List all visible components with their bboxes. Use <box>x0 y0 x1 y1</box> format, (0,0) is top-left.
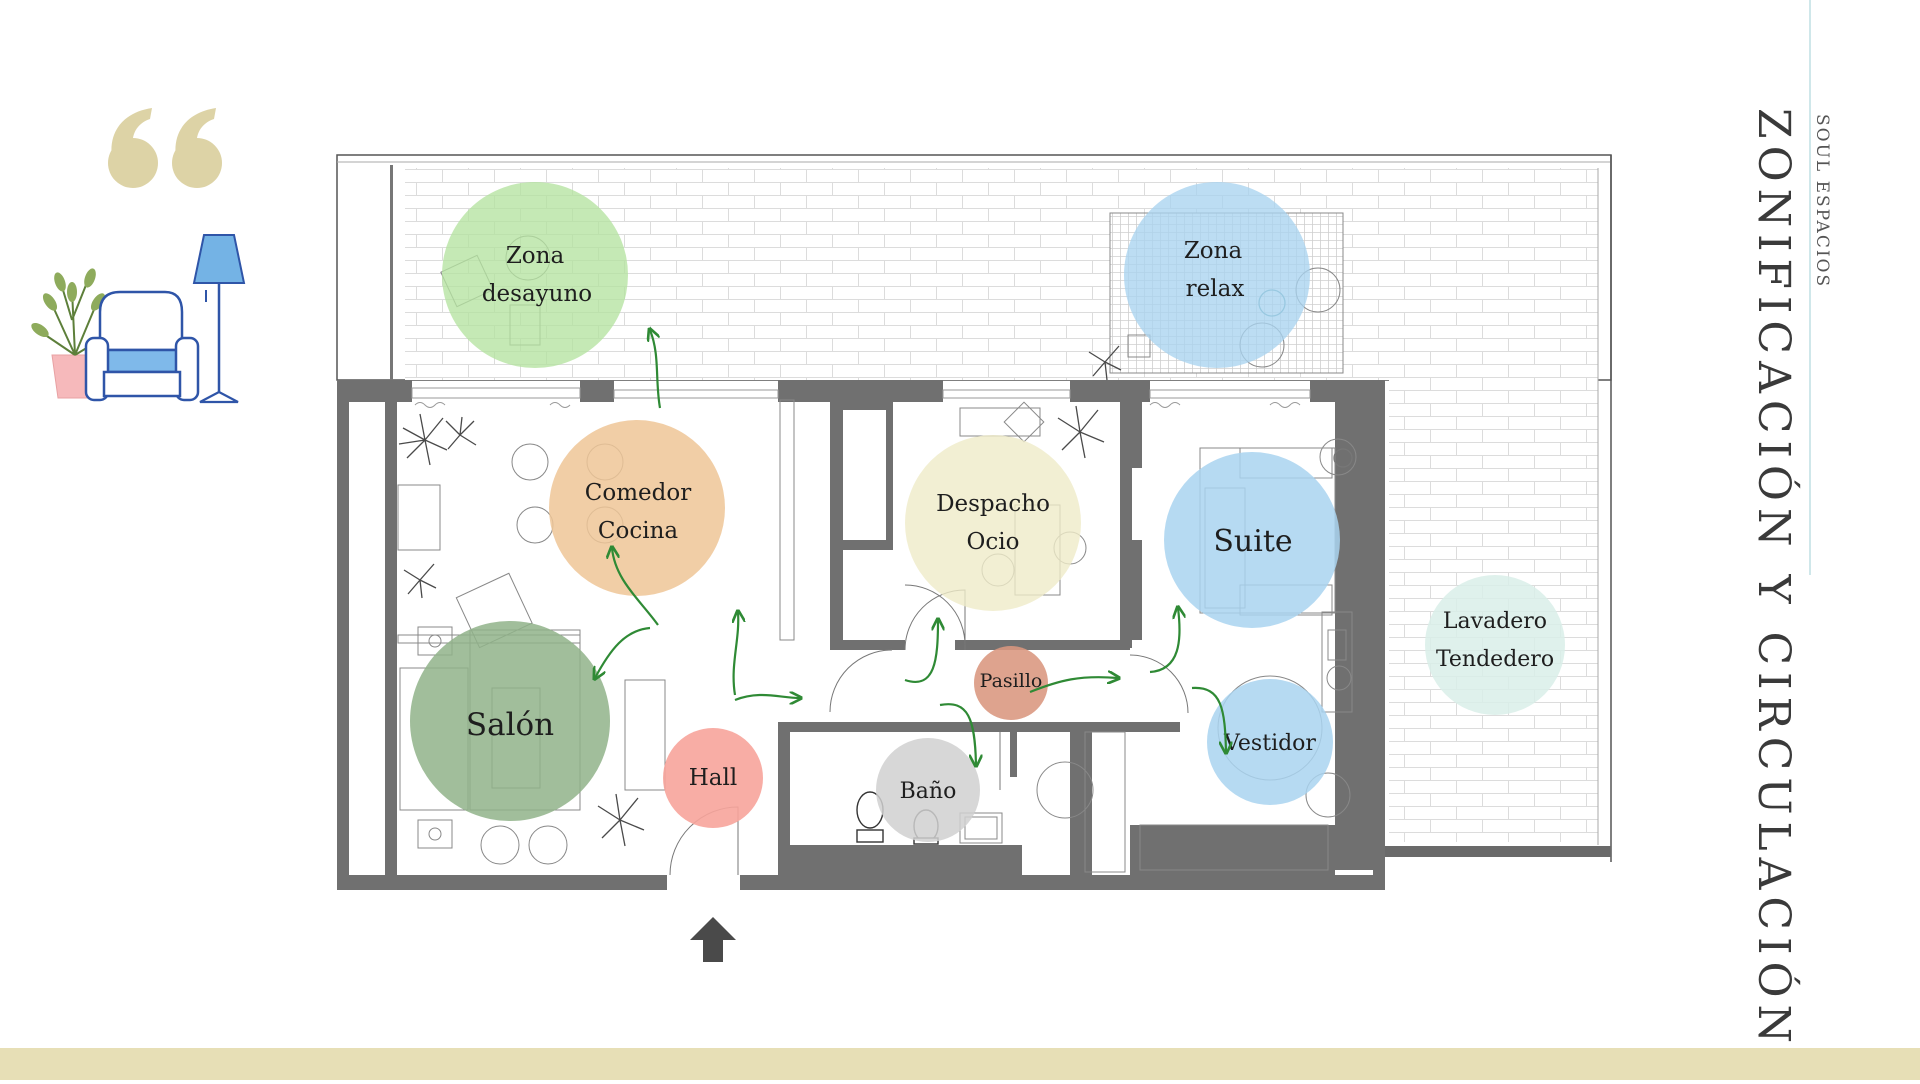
brand-name: SOUL ESPACIOS <box>1812 114 1832 289</box>
zone-circle-lavadero-tendedero <box>1425 575 1565 715</box>
plant-symbols <box>398 289 1353 847</box>
entrance-arrow-icon <box>690 917 736 962</box>
bottom-band <box>0 1048 1920 1080</box>
zone-circle-despacho-ocio <box>905 435 1081 611</box>
zone-circle-hall <box>663 728 763 828</box>
zone-circle-pasillo <box>974 646 1048 720</box>
zone-label-salon: Salón <box>466 707 554 743</box>
zone-label-hall: Hall <box>689 765 737 791</box>
zone-label-suite: Suite <box>1213 524 1292 559</box>
walls <box>337 380 1385 890</box>
zone-circle-zona-relax <box>1124 182 1310 368</box>
windows <box>411 387 1311 408</box>
zone-circle-vestidor <box>1207 679 1333 805</box>
zone-circle-bano <box>876 738 980 842</box>
floor-lamp-icon <box>192 234 246 404</box>
armchair-icon <box>84 290 200 402</box>
zone-circle-zona-desayuno <box>442 182 628 368</box>
zone-label-vestidor: Vestidor <box>1223 731 1316 756</box>
quote-mark-icon <box>108 108 222 188</box>
zone-circle-comedor-cocina <box>549 420 725 596</box>
zone-label-pasillo: Pasillo <box>980 670 1043 692</box>
zone-label-bano: Baño <box>900 779 957 804</box>
zone-circle-salon <box>410 621 610 821</box>
circulation-arrows <box>595 330 1226 765</box>
zone-circle-suite <box>1164 452 1340 628</box>
accent-line <box>1809 0 1811 575</box>
zones-layer <box>410 182 1565 842</box>
page-title: ZONIFICACIÓN Y CIRCULACIÓN <box>1748 108 1799 1051</box>
